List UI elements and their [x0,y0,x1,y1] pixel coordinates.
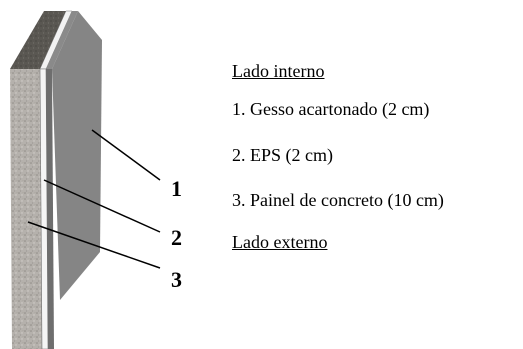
leader-line-2 [43,179,161,233]
leader-line-3 [27,221,161,269]
callout-number-3: 3 [171,267,182,292]
gypsum-board-top-edge [46,11,78,69]
callout-number-1: 1 [171,176,182,201]
gypsum-board-face [52,11,102,300]
legend-outer-side-label: Lado externo [232,232,328,252]
callout-number-2: 2 [171,225,182,250]
legend-item-layer-2: 2. EPS (2 cm) [232,145,333,165]
legend-item-layer-3: 3. Painel de concreto (10 cm) [232,190,444,210]
concrete-panel-top-edge [10,11,66,69]
eps-layer-face [39,68,49,349]
concrete-panel-face [10,69,42,349]
leader-line-1 [91,129,161,181]
legend-item-layer-1: 1. Gesso acartonado (2 cm) [232,99,430,119]
gypsum-board-side [46,69,54,349]
legend-inner-side-label: Lado interno [232,61,325,81]
